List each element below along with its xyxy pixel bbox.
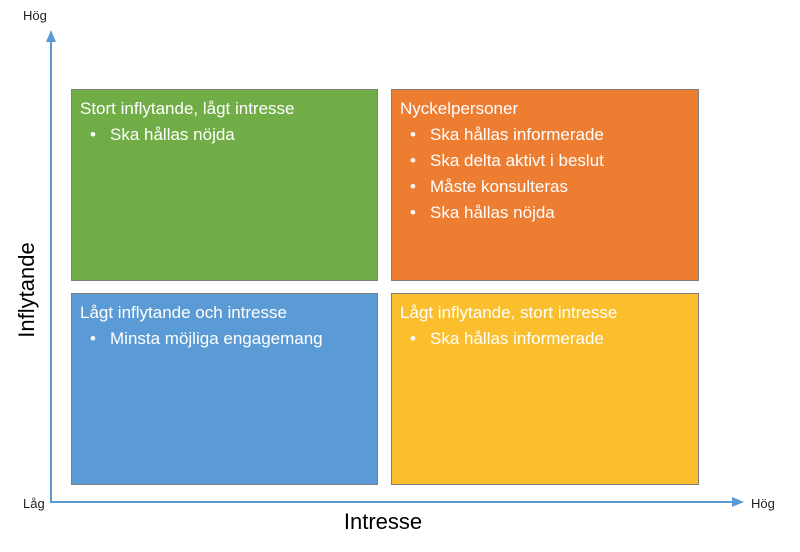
quadrant-top-left: Stort inflytande, lågt intresse Ska håll… <box>71 89 378 281</box>
list-item: Måste konsulteras <box>400 174 690 200</box>
quadrant-list: Ska hållas informerade Ska delta aktivt … <box>400 122 690 226</box>
quadrant-list: Minsta möjliga engagemang <box>80 326 369 352</box>
x-axis-high-label: Hög <box>751 496 775 511</box>
quadrant-top-right: Nyckelpersoner Ska hållas informerade Sk… <box>391 89 699 281</box>
quadrant-title: Stort inflytande, lågt intresse <box>80 99 295 118</box>
y-axis-arrow-icon <box>46 30 56 42</box>
list-item: Ska hållas informerade <box>400 122 690 148</box>
y-axis-high-label: Hög <box>23 8 47 23</box>
quadrant-title: Nyckelpersoner <box>400 99 519 118</box>
quadrant-list: Ska hållas informerade <box>400 326 690 352</box>
quadrant-title: Lågt inflytande och intresse <box>80 303 287 322</box>
list-item: Ska hållas nöjda <box>400 200 690 226</box>
list-item: Minsta möjliga engagemang <box>80 326 369 352</box>
y-axis-low-label: Låg <box>23 496 45 511</box>
quadrant-bottom-right: Lågt inflytande, stort intresse Ska håll… <box>391 293 699 485</box>
quadrant-list: Ska hållas nöjda <box>80 122 369 148</box>
x-axis-arrow-icon <box>732 497 744 507</box>
quadrant-bottom-left: Lågt inflytande och intresse Minsta möjl… <box>71 293 378 485</box>
x-axis-title: Intresse <box>343 509 423 534</box>
list-item: Ska hållas nöjda <box>80 122 369 148</box>
quadrant-title: Lågt inflytande, stort intresse <box>400 303 618 322</box>
list-item: Ska delta aktivt i beslut <box>400 148 690 174</box>
y-axis-title: Inflytande <box>14 242 39 338</box>
list-item: Ska hållas informerade <box>400 326 690 352</box>
